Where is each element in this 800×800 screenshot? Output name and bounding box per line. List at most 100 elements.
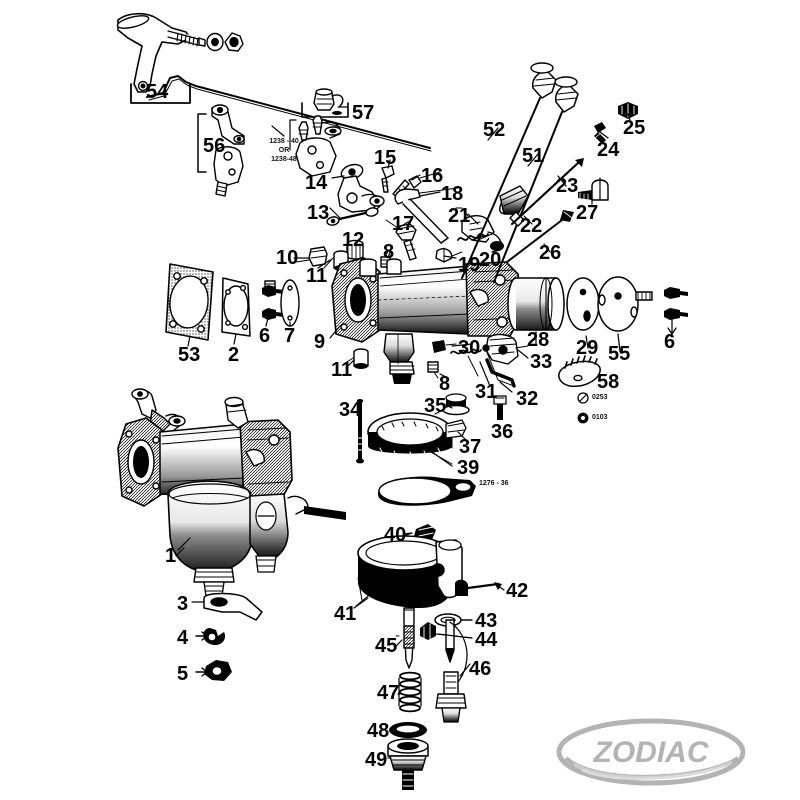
callout-49: 49	[365, 749, 388, 771]
callout-17: 17	[392, 213, 415, 235]
part-35-cap	[434, 393, 470, 416]
callout-40: 40	[384, 524, 407, 546]
part-7-cover-plate	[280, 279, 300, 327]
part-24-pin	[594, 122, 606, 144]
part-23-needle-rod-long	[510, 158, 584, 226]
part-4-lock-washer	[195, 628, 226, 646]
callout-13: 13	[307, 202, 330, 224]
callout-14: 14	[305, 172, 328, 194]
callout-15: 15	[374, 147, 397, 169]
part-27-fillister-screw	[578, 177, 609, 201]
callout-34: 34	[339, 399, 362, 421]
callout-37: 37	[459, 436, 482, 458]
callout-48: 48	[367, 720, 390, 742]
part-17-idle-screw	[385, 219, 417, 261]
callout-11-lower: 11	[331, 359, 353, 381]
callout-54: 54	[146, 81, 169, 103]
callout-35: 35	[424, 395, 447, 417]
callout-42: 42	[506, 580, 529, 602]
part-14-throttle-linkage	[337, 163, 385, 213]
part-22-packing-nut	[499, 185, 529, 227]
callout-23: 23	[556, 175, 579, 197]
part-53-manifold-gasket	[165, 263, 214, 341]
callout-24: 24	[597, 139, 620, 161]
part-46-float-needle	[435, 619, 468, 723]
part-9-carburetor-main-body	[331, 257, 521, 384]
part-6-screws-right	[664, 287, 688, 335]
part-31-coil-spring	[450, 348, 482, 377]
zodiac-logo: ZODIAC	[556, 718, 746, 786]
part-32-choke-lever	[482, 344, 516, 388]
ref-code-0253: 0253	[592, 394, 608, 401]
part-2-flange-gasket	[221, 277, 251, 337]
part-10-bushing	[295, 246, 328, 267]
part-3-throttle-lever	[203, 592, 263, 621]
part-13-link-rod	[326, 207, 379, 226]
part-33-choke-valve	[485, 333, 529, 365]
callout-12: 12	[342, 229, 365, 251]
callout-53: 53	[178, 344, 201, 366]
callout-8-lower: 8	[439, 373, 451, 395]
callout-6-right: 6	[664, 331, 676, 353]
part-41-float-bowl-band	[355, 535, 463, 608]
ref-icon-0103	[577, 412, 589, 424]
part-15-pivot-screw	[381, 165, 395, 193]
callout-1: 1	[165, 545, 177, 567]
callout-7: 7	[284, 325, 296, 347]
callout-44: 44	[475, 629, 498, 651]
callout-26: 26	[539, 242, 562, 264]
callout-19: 19	[458, 254, 481, 276]
callout-20: 20	[479, 249, 502, 271]
callout-33: 33	[530, 351, 553, 373]
callout-10: 10	[276, 247, 299, 269]
part-36-screw	[493, 395, 507, 420]
callout-6-left: 6	[259, 325, 271, 347]
part-1-carburetor-assembly	[117, 388, 346, 597]
callout-22: 22	[520, 215, 543, 237]
callout-47: 47	[377, 682, 400, 704]
callout-57: 57	[352, 102, 375, 124]
part-39-clamp-band	[367, 412, 453, 457]
part-42-screw-slotted	[455, 579, 502, 596]
callout-46: 46	[469, 658, 492, 680]
callout-27: 27	[576, 202, 599, 224]
callout-25: 25	[623, 117, 646, 139]
callout-41: 41	[334, 603, 357, 625]
callout-56: 56	[203, 135, 226, 157]
callout-52: 52	[483, 119, 506, 141]
zodiac-logo-text: ZODIAC	[593, 736, 710, 769]
callout-39: 39	[457, 457, 480, 479]
part-1276-gasket-ring	[378, 476, 476, 506]
callout-5: 5	[177, 663, 189, 685]
part-47-compression-spring	[398, 671, 422, 713]
callout-9: 9	[314, 331, 326, 353]
callout-21: 21	[448, 205, 471, 227]
callout-16: 16	[421, 165, 444, 187]
ref-code-0103: 0103	[592, 414, 608, 421]
callout-30: 30	[458, 337, 481, 359]
callout-31: 31	[475, 381, 498, 403]
part-54-throttle-control-rod	[116, 12, 432, 152]
part-30-retainer	[432, 340, 457, 353]
part-18-throttle-shaft	[394, 187, 459, 244]
part-51-dipstick-rod	[493, 76, 579, 283]
part-20-coil-spring	[457, 233, 493, 241]
part-29-cover-disc	[566, 277, 600, 331]
callout-58: 58	[597, 371, 620, 393]
callout-43: 43	[475, 610, 498, 632]
part-28-air-intake-sleeve	[507, 277, 565, 331]
part-56-mounting-brackets	[197, 104, 245, 197]
part-57-cable-fitting	[301, 88, 349, 118]
callout-18: 18	[441, 183, 464, 205]
part-11-sleeve-lower	[343, 348, 369, 369]
part-12-knurled-nut	[346, 239, 364, 260]
part-48-gasket-ring	[389, 722, 427, 738]
callout-55: 55	[608, 343, 631, 365]
part-5-hex-nut	[195, 660, 232, 681]
callout-8-upper: 8	[383, 241, 395, 263]
part-58-serrated-clip	[558, 355, 601, 387]
part-26-needle-rod-short	[506, 210, 574, 263]
part-49-bowl-nut	[387, 738, 429, 790]
callout-32: 32	[516, 388, 539, 410]
callout-11-upper: 11	[306, 265, 328, 287]
